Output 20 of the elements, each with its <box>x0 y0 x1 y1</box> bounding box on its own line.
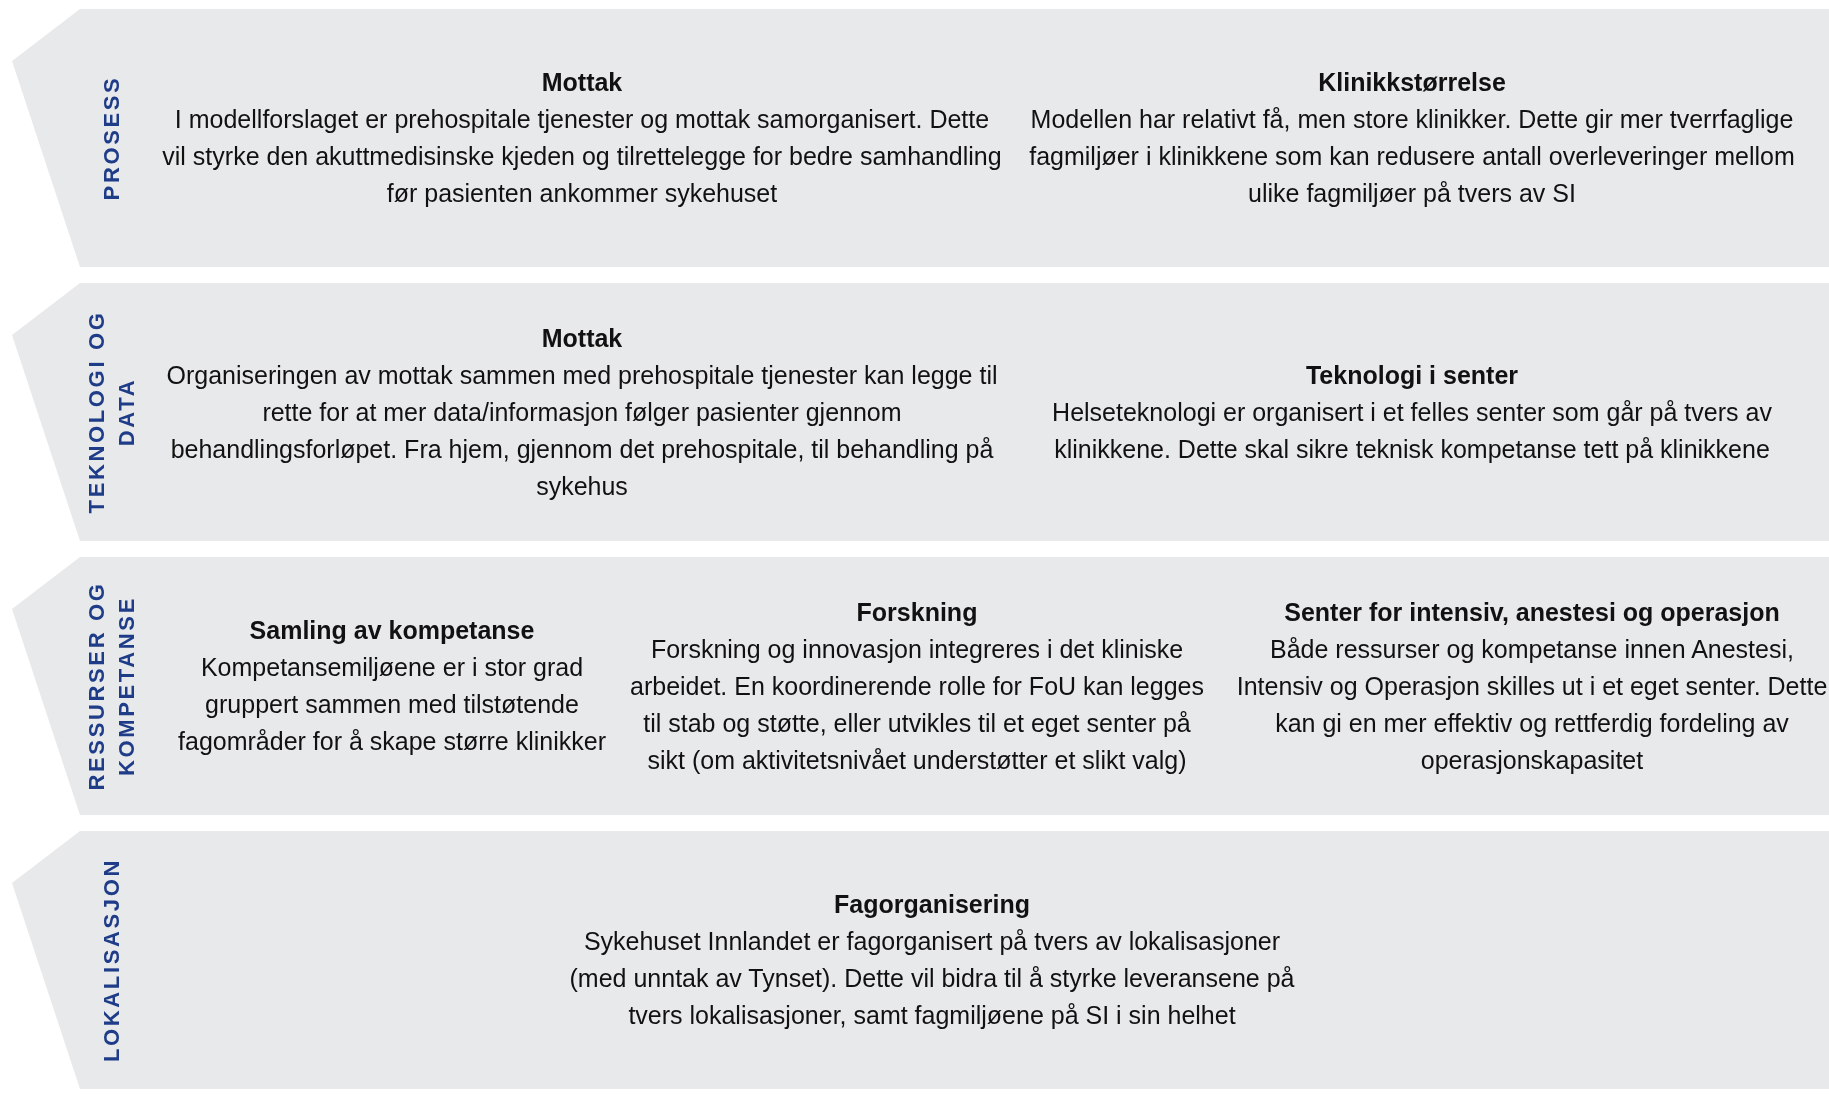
item-heading: Forskning <box>856 596 978 628</box>
item-text: Sykehuset Innlandet er fagorganisert på tvers av lokalisasjoner (med unntak av Tynset). Dette vil bidra til å styrke leveransene på tvers lokalisasjoner, samt fagmiljøene på SI i sin helhet <box>568 926 1296 1031</box>
item-heading: Klinikkstørrelse <box>1318 67 1506 98</box>
category-label: TEKNOLOGI OG DATA <box>83 309 140 516</box>
item-heading: Teknologi i senter <box>1305 359 1519 391</box>
item-heading: Mottak <box>541 322 623 354</box>
item-text: Organiseringen av mottak sammen med prehospitale tjenester kan legge til rette for at mer data/informasjon følger pasienter gjennom behandlingsforløpet. Fra hjem, gjennom det prehospitale, til behandling på sykehus <box>165 359 999 502</box>
item-text: Modellen har relativt få, men store klinikker. Dette gir mer tverrfaglige fagmiljøer i klinikkene som kan redusere antall overleveringer mellom ulike fagmiljøer på tvers av SI <box>1028 104 1796 209</box>
item-text: I modellforslaget er prehospitale tjenester og mottak samorganisert. Dette vil styrke den akuttmedisinske kjeden og tilrettelegge for bedre samhandling før pasienten ankommer sykehuset <box>162 104 1002 209</box>
category-label: RESSURSER OG KOMPETANSE <box>83 580 140 793</box>
category-label: PROSESS <box>98 75 125 201</box>
item-text: Forskning og innovasjon integreres i det kliniske arbeidet. En koordinerende rolle for FoU kan legges til stab og støtte, eller utvikles til et eget senter på sikt (om aktivitetsnivået understøtter et slikt valg) <box>629 633 1205 776</box>
item-heading: Mottak <box>541 67 623 98</box>
item-heading: Samling av kompetanse <box>249 615 535 646</box>
item-text: Både ressurser og kompetanse innen Anestesi, Intensiv og Operasjon skilles ut i et eget senter. Dette kan gi en mer effektiv og rettferdig fordeling av operasjonskapasitet <box>1235 633 1829 776</box>
item-text: Kompetansemiljøene er i stor grad gruppert sammen med tilstøtende fagområder for å skape større klinikker <box>177 652 607 757</box>
category-label: LOKALISASJON <box>98 858 125 1062</box>
item-text: Helseteknologi er organisert i et felles senter som går på tvers av klinikkene. Dette skal sikre teknisk kompetanse tett på klinikkene <box>1051 396 1773 465</box>
item-heading: Fagorganisering <box>834 889 1030 920</box>
item-heading: Senter for intensiv, anestesi og operasjon <box>1284 596 1780 628</box>
